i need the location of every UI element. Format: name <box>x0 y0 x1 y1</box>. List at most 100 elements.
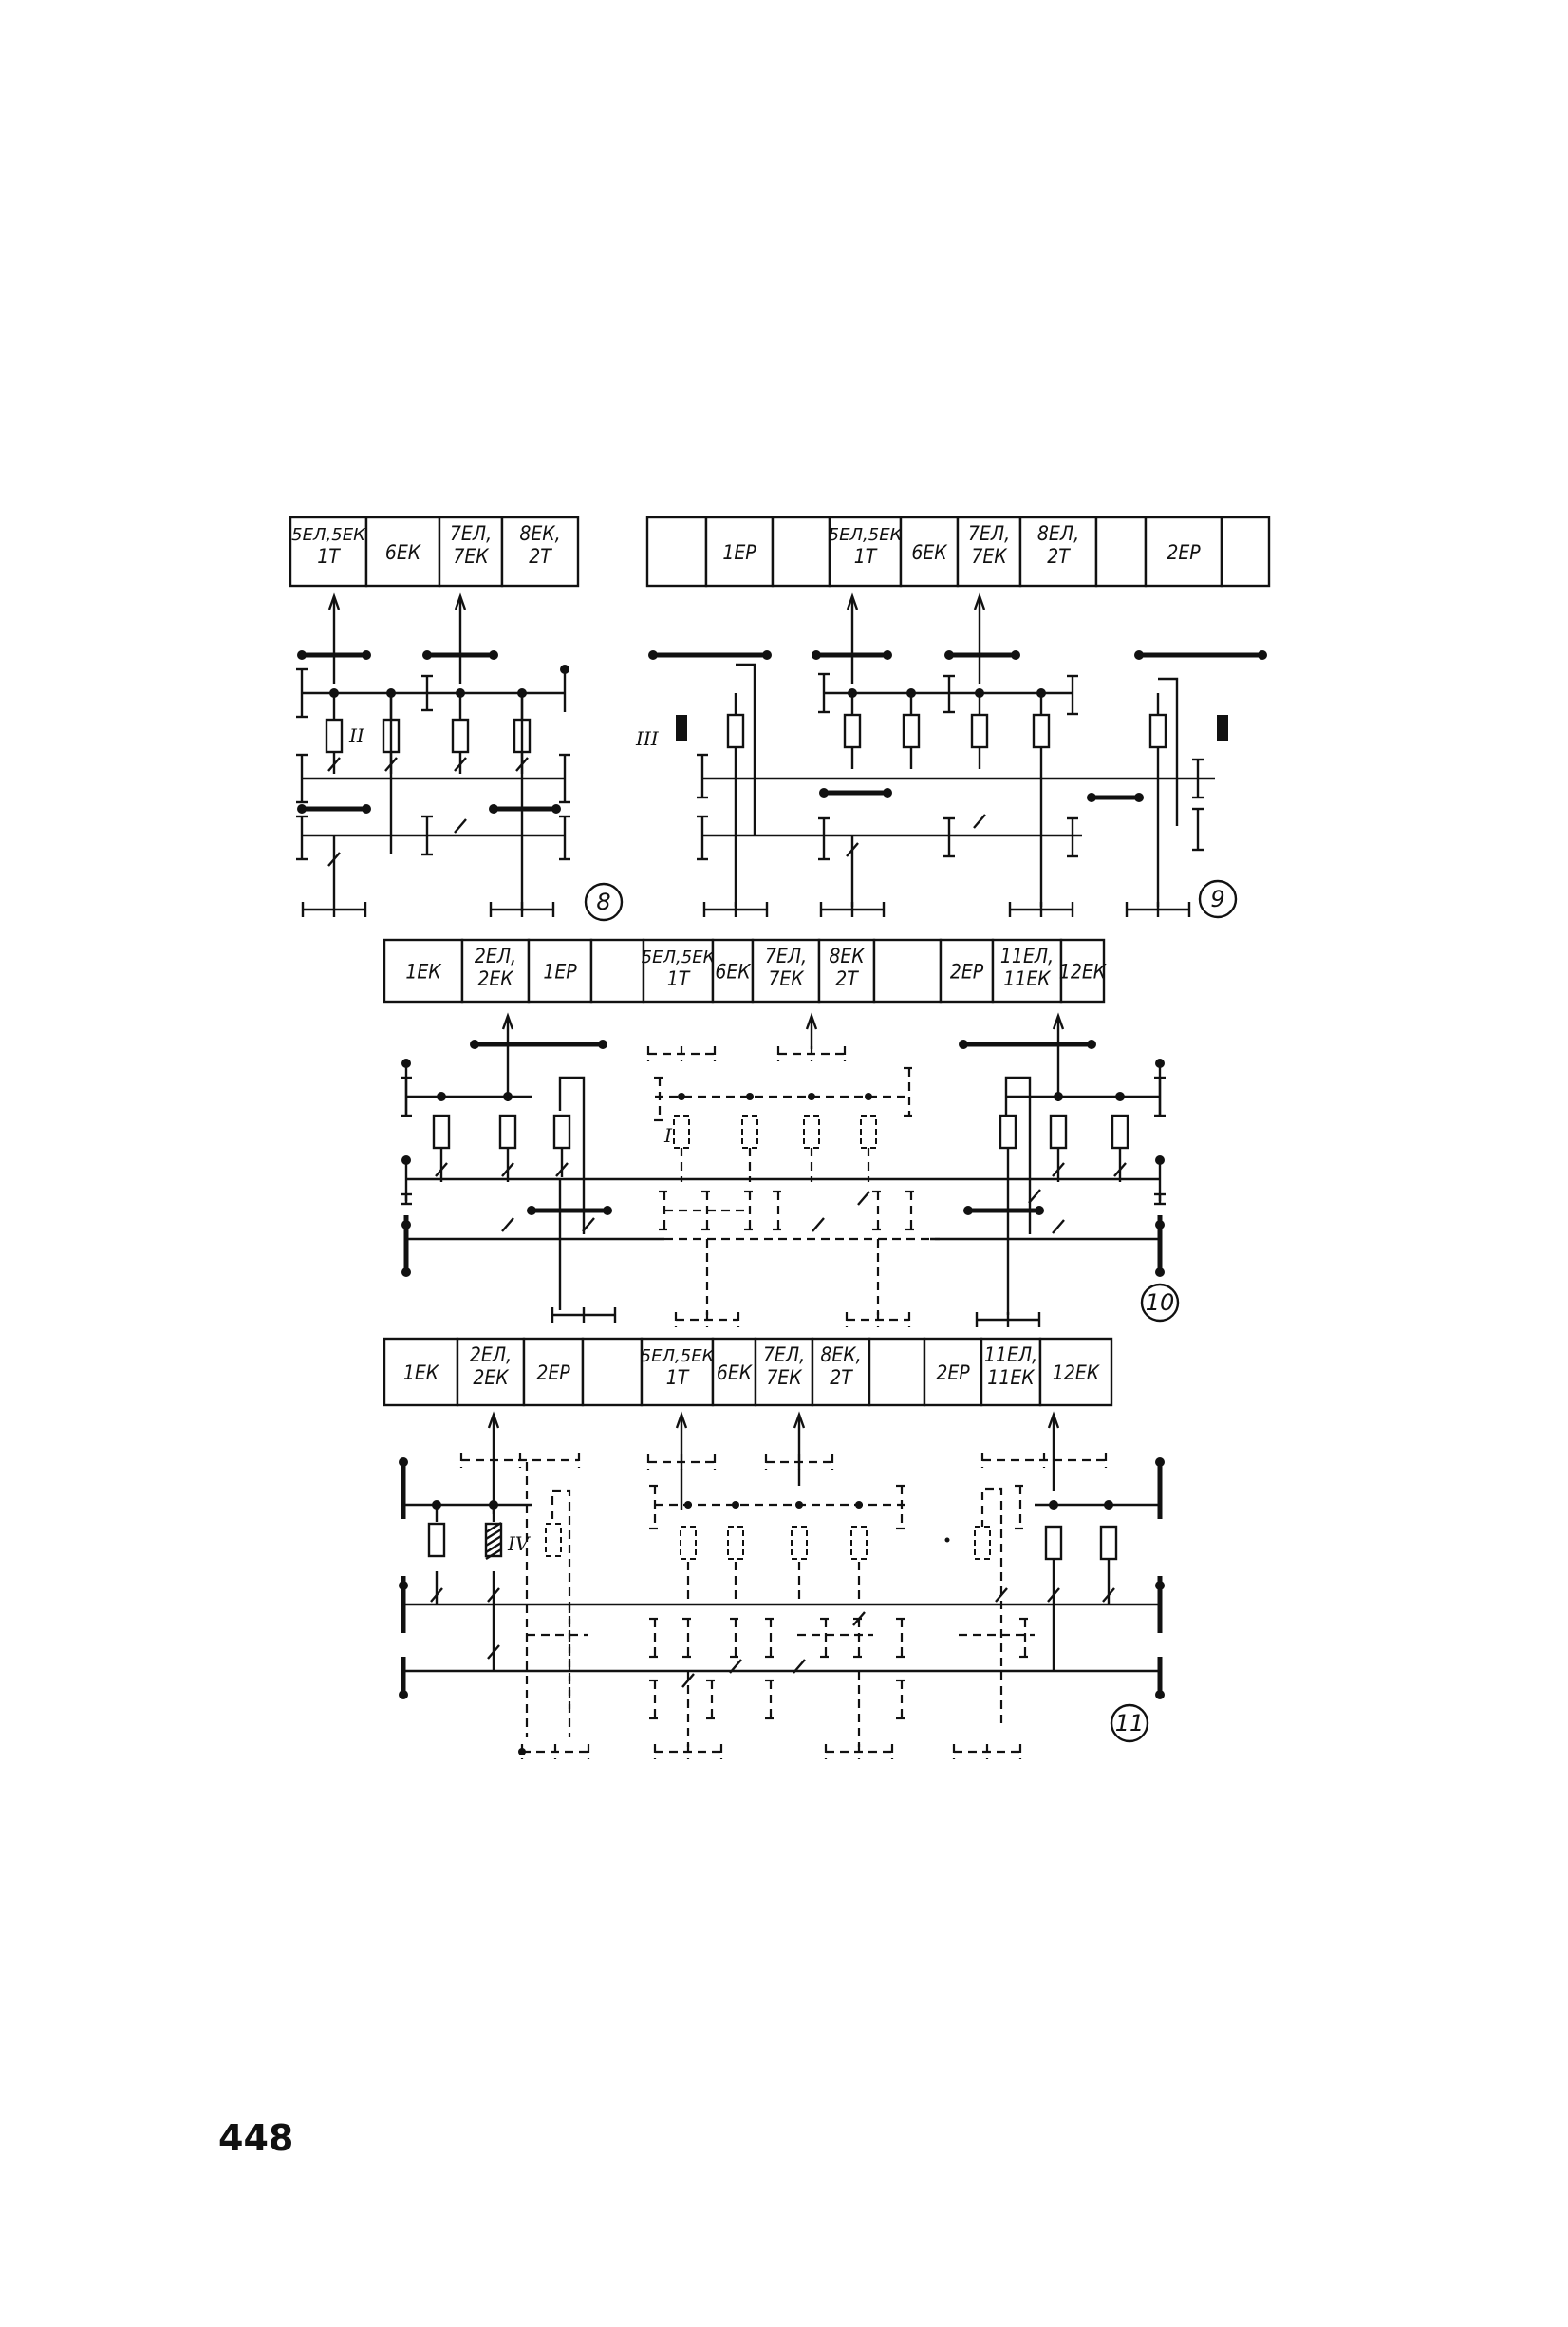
header-cell-label: 1Т <box>667 967 691 990</box>
header-cell <box>642 938 715 1004</box>
header-cell <box>456 1337 526 1407</box>
junction-dot <box>1134 650 1144 660</box>
hatch-line <box>485 1534 502 1548</box>
breaker-slash <box>852 1611 866 1626</box>
header-cell-label: 2ЕР <box>536 1361 570 1384</box>
header-cell-label: 1ЕК <box>403 1361 440 1384</box>
header-cell-label: 2Т <box>1047 545 1071 568</box>
page-number: 448 <box>218 2117 293 2159</box>
header-cell <box>899 516 960 588</box>
arrow-head-icon <box>501 1012 514 1030</box>
junction-dot <box>470 1040 479 1049</box>
junction-dot <box>503 1092 513 1101</box>
junction-dot <box>362 650 371 660</box>
header-cell-label: 2ЕР <box>950 961 984 984</box>
breaker-slash <box>1052 1219 1065 1234</box>
header-cell-label: 1Т <box>666 1366 690 1389</box>
header-cell-label: 7ЕК <box>453 545 490 568</box>
breaker-slash <box>857 1191 870 1206</box>
header-cell <box>289 516 368 588</box>
junction-dot <box>1258 650 1267 660</box>
junction-dot <box>518 1748 526 1755</box>
breaker-slash <box>454 757 467 772</box>
header-cell-label: 5ЕЛ,5ЕК <box>829 525 904 545</box>
breaker-slash <box>487 1644 500 1660</box>
header-cell-label: 7ЕЛ, <box>763 1343 805 1366</box>
junction-dot <box>762 650 772 660</box>
junction-dot <box>437 1092 446 1101</box>
wire <box>1158 677 1179 826</box>
junction-dot <box>1011 650 1020 660</box>
header-cell <box>872 938 943 1004</box>
header-cell-label: 7ЕК <box>766 1366 803 1389</box>
breaker-slash <box>995 1587 1008 1603</box>
diagram-number-circle <box>1198 879 1238 919</box>
junction-dot <box>401 1267 411 1277</box>
breaker-slash <box>1113 1162 1127 1177</box>
junction-dot <box>1054 1092 1063 1101</box>
header-cell <box>868 1337 926 1407</box>
header-cell-label: 1ЕР <box>722 541 756 564</box>
junction-dot <box>551 804 561 814</box>
header-cell <box>1038 1337 1113 1407</box>
stray-dot <box>944 1537 950 1543</box>
breaker-slash <box>1028 1189 1041 1204</box>
resistor-symbol <box>552 1114 571 1150</box>
wire <box>558 1076 586 1234</box>
breaker-slash <box>1052 1162 1065 1177</box>
resistor-symbol <box>974 1526 991 1560</box>
header-cell-label: 5ЕЛ,5ЕК <box>642 948 717 967</box>
header-cell-label: 2ЕР <box>936 1361 970 1384</box>
header-cell-label: 5ЕЛ,5ЕК <box>291 525 366 545</box>
junction-dot <box>489 650 498 660</box>
header-cell-label: 8ЕК, <box>519 522 560 545</box>
header-cell-label: 6ЕК <box>911 541 948 564</box>
wire <box>736 663 756 835</box>
arrow-head-icon <box>805 1012 818 1030</box>
diagram-number: 10 <box>1146 1289 1175 1316</box>
resistor-symbol <box>680 1526 697 1560</box>
section-label: II <box>348 724 365 747</box>
section-marker <box>1217 715 1228 741</box>
arrow-head-icon <box>675 1411 688 1429</box>
arrow-head-icon <box>793 1411 806 1429</box>
arrow-head-icon <box>1052 1012 1065 1030</box>
header-cell <box>751 938 821 1004</box>
header-cell <box>589 938 645 1004</box>
breaker-slash <box>435 1162 448 1177</box>
junction-dot <box>883 650 892 660</box>
junction-dot <box>808 1093 815 1100</box>
resistor-symbol <box>498 1114 517 1150</box>
junction-dot <box>297 804 307 814</box>
resistor-symbol <box>1148 713 1167 749</box>
breaker-slash <box>501 1162 514 1177</box>
header-cell-label: 2Т <box>529 545 552 568</box>
arrow-head-icon <box>454 592 467 610</box>
arrow-head-icon <box>846 592 859 610</box>
header-cell <box>1144 516 1223 588</box>
header-cell-label: 7ЕЛ, <box>968 522 1010 545</box>
header-cell-label: 2ЕЛ, <box>475 945 516 967</box>
hatch-line <box>485 1548 502 1561</box>
diagram-number-circle <box>1140 1283 1180 1323</box>
breaker-slash <box>327 852 341 867</box>
junction-dot <box>795 1501 803 1509</box>
arrow-head-icon <box>327 592 341 610</box>
resistor-symbol <box>860 1115 877 1149</box>
section-marker <box>676 715 687 741</box>
header-cell-label: 5ЕЛ,5ЕК <box>641 1346 716 1366</box>
resistor-symbol <box>1099 1525 1118 1561</box>
header-cell <box>1220 516 1271 588</box>
junction-dot <box>489 804 498 814</box>
junction-dot <box>678 1093 685 1100</box>
hatch-line <box>485 1521 502 1534</box>
header-cell <box>923 1337 983 1407</box>
breaker-slash <box>582 1217 595 1232</box>
junction-dot <box>906 688 916 698</box>
resistor-symbol <box>545 1523 562 1557</box>
breaker-slash <box>1102 1587 1115 1603</box>
header-cell-label: 8ЕЛ, <box>1037 522 1079 545</box>
junction-dot <box>362 804 371 814</box>
junction-dot <box>527 1206 536 1215</box>
resistor-symbol <box>673 1115 690 1149</box>
